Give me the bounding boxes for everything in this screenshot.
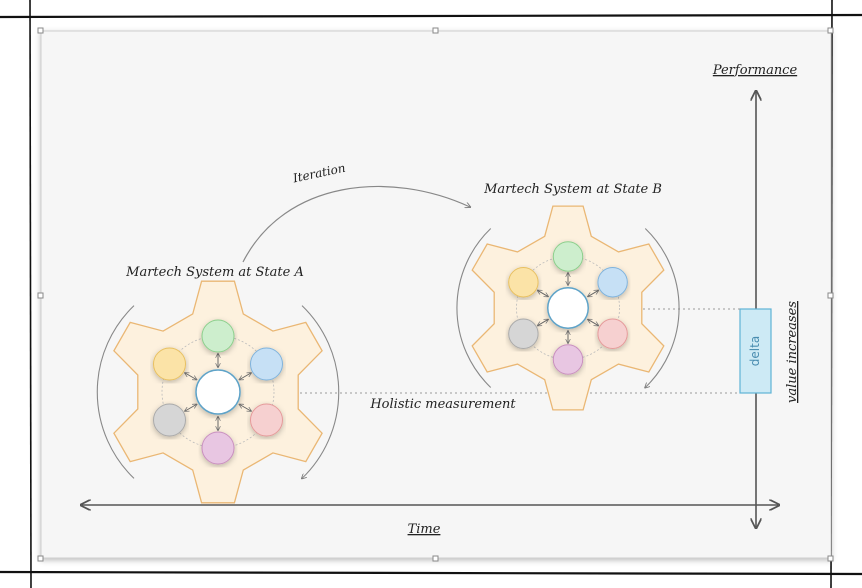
sysB-link-yellow (538, 291, 548, 297)
sysA-link-red (240, 405, 251, 412)
system-b-core (547, 287, 589, 329)
system-a-group: Martech System at State A (96, 265, 340, 504)
sysA-link-yellow (185, 373, 196, 380)
sysB-bracket-right (645, 228, 680, 388)
sysA-node-red[interactable] (249, 403, 283, 437)
sysA-node-blue[interactable] (249, 347, 283, 381)
system-a-links (185, 354, 251, 430)
sysA-bracket-right (302, 305, 340, 479)
sysB-node-red[interactable] (597, 318, 628, 349)
sysB-node-blue[interactable] (597, 267, 628, 298)
sysA-link-blue (240, 373, 251, 380)
holistic-measurement-label: Holistic measurement (369, 397, 516, 412)
system-b-title: Martech System at State B (483, 182, 662, 197)
system-a-title: Martech System at State A (125, 265, 304, 280)
canvas-panel (40, 30, 832, 559)
sysA-node-purple[interactable] (201, 431, 235, 465)
selection-handles[interactable] (37, 27, 834, 562)
time-label: Time (408, 522, 441, 537)
system-b-links (538, 273, 598, 343)
performance-label: Performance (712, 63, 798, 78)
sysA-link-gray (185, 405, 196, 412)
sysA-node-yellow[interactable] (153, 347, 187, 381)
sysB-node-purple[interactable] (552, 344, 584, 375)
sysB-link-gray (538, 320, 548, 326)
delta-box (739, 308, 772, 394)
sysB-bracket-left (456, 228, 492, 388)
delta-label: delta (748, 336, 762, 366)
sysB-link-blue (588, 291, 598, 297)
system-a-nodes (153, 319, 283, 465)
sysB-node-green[interactable] (552, 241, 584, 272)
system-a-brackets (96, 305, 340, 479)
sysA-bracket-left (96, 305, 135, 479)
system-a-inner-ring (161, 335, 275, 449)
sysB-node-yellow[interactable] (508, 267, 539, 298)
value-increases-label: value increases (785, 301, 800, 403)
sysA-node-gray[interactable] (153, 403, 187, 437)
sysB-node-gray[interactable] (508, 318, 539, 349)
system-b-nodes (508, 241, 628, 375)
sysB-link-red (588, 320, 598, 326)
system-b-brackets (456, 228, 680, 388)
sysA-node-green[interactable] (201, 319, 235, 353)
iteration-arrow (242, 185, 470, 263)
system-b-group: Martech System at State B (456, 182, 680, 411)
system-a-core (195, 369, 241, 415)
